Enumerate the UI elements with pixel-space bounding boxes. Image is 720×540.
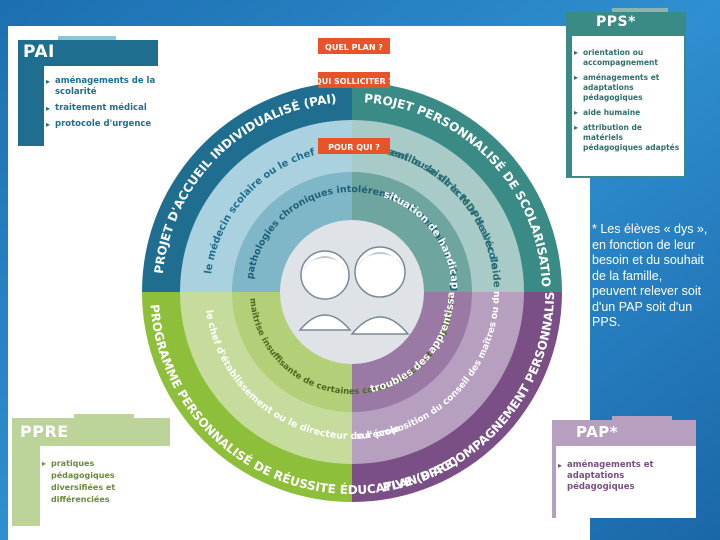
footnote: * Les élèves « dys », en fonction de leu…	[592, 222, 708, 329]
pps-card: PPS* orientation ou accompagnement aména…	[566, 8, 688, 180]
pap-card: PAP* aménagements et adaptations pédagog…	[552, 416, 698, 520]
svg-text:POUR QUI ?: POUR QUI ?	[328, 143, 380, 152]
question-badge-pour-qui: POUR QUI ?	[318, 138, 390, 154]
children-icon	[298, 246, 410, 335]
pai-item: traitement médical	[46, 103, 158, 114]
pps-card-list: orientation ou accompagnement aménagemen…	[574, 48, 684, 158]
pps-item: orientation ou accompagnement	[574, 48, 684, 68]
ppre-card-list: pratiques pédagogiques diversifiées et d…	[42, 458, 122, 511]
pai-item: protocole d'urgence	[46, 119, 158, 130]
pps-item: attribution de matériels pédagogiques ad…	[574, 123, 684, 153]
pai-card: PAI aménagements de la scolarité traitem…	[18, 36, 160, 148]
pap-card-list: aménagements et adaptations pédagogiques	[558, 460, 668, 498]
svg-text:QUI SOLLICITER ?: QUI SOLLICITER ?	[315, 77, 394, 86]
question-badge-plan: QUEL PLAN ?	[318, 38, 390, 54]
ppre-card: PPRE pratiques pédagogiques diversifiées…	[12, 414, 172, 528]
pai-item: aménagements de la scolarité	[46, 76, 158, 98]
pps-item: aide humaine	[574, 108, 684, 118]
center-circle	[280, 220, 424, 364]
svg-text:QUEL PLAN ?: QUEL PLAN ?	[325, 43, 383, 52]
ppre-item: pratiques pédagogiques diversifiées et d…	[42, 458, 122, 506]
pps-card-title: PPS*	[596, 14, 636, 30]
ppre-card-title: PPRE	[20, 422, 69, 441]
pap-item: aménagements et adaptations pédagogiques	[558, 460, 668, 493]
pap-card-title: PAP*	[576, 423, 619, 441]
pai-card-title: PAI	[23, 42, 55, 62]
question-badge-solliciter: QUI SOLLICITER ?	[315, 72, 394, 88]
pai-card-list: aménagements de la scolarité traitement …	[46, 76, 158, 135]
pps-item: aménagements et adaptations pédagogiques	[574, 73, 684, 103]
